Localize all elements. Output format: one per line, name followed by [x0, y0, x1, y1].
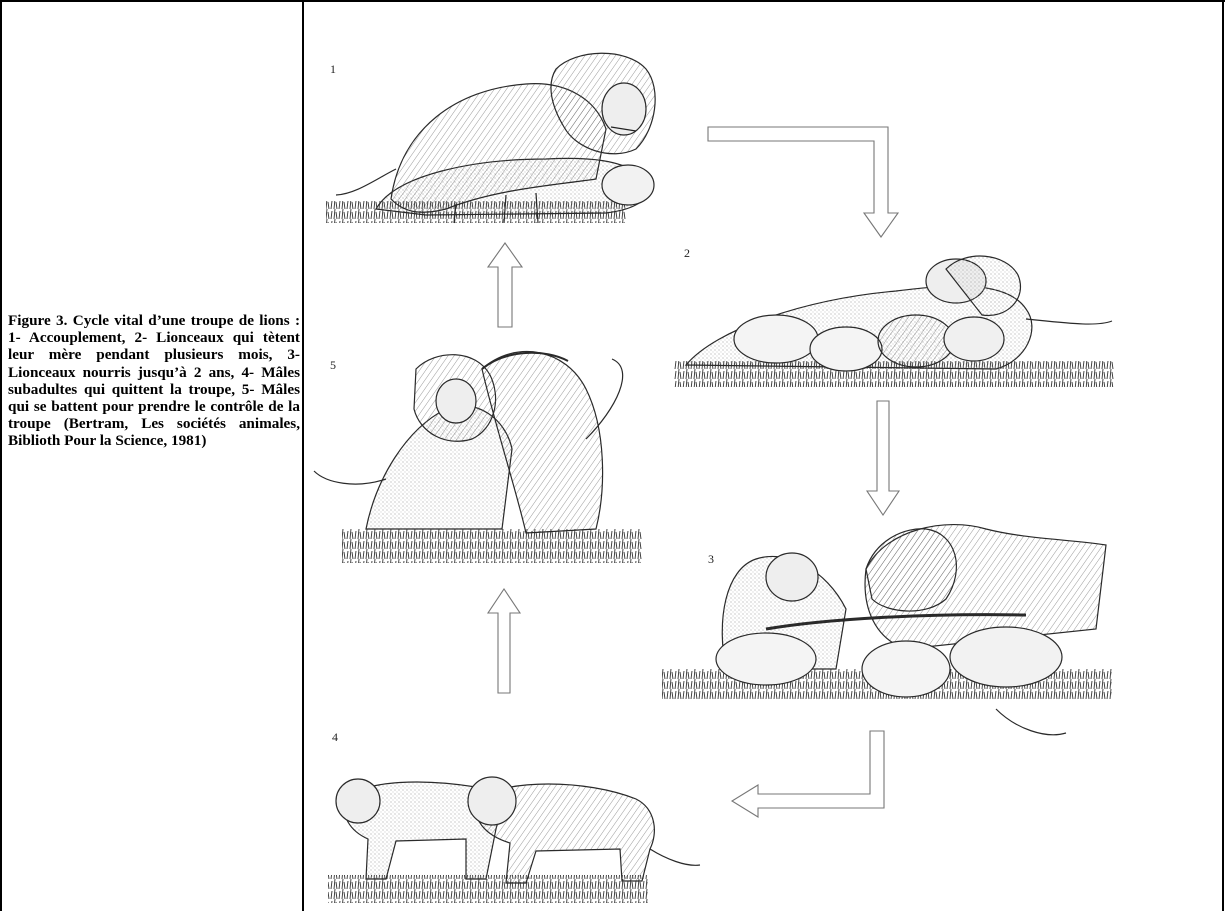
arrow-2-to-3 [867, 401, 899, 515]
lions-feeding-cubs-illustration [662, 525, 1112, 735]
figure-caption: Figure 3. Cycle vital d’une troupe de li… [8, 312, 300, 450]
arrow-5-to-1 [488, 243, 522, 327]
step-number-2: 2 [684, 246, 690, 260]
step-number-5: 5 [330, 358, 336, 372]
arrow-4-to-5 [488, 589, 520, 693]
table-column-divider [302, 0, 304, 911]
step-number-3: 3 [708, 552, 714, 566]
table-border-right [1222, 0, 1224, 911]
males-fighting-illustration [314, 352, 642, 563]
arrow-1-to-2 [708, 127, 898, 237]
arrow-3-to-4 [732, 731, 884, 817]
table-border-top [0, 0, 1225, 2]
step-number-4: 4 [332, 730, 338, 744]
step-number-1: 1 [330, 62, 336, 76]
subadult-males-leaving-illustration [328, 777, 700, 903]
life-cycle-figure: 1 2 3 4 5 [306, 9, 1218, 911]
lion-mating-illustration [326, 53, 655, 223]
table-border-left [0, 0, 2, 911]
lioness-nursing-cubs-illustration [674, 256, 1114, 387]
